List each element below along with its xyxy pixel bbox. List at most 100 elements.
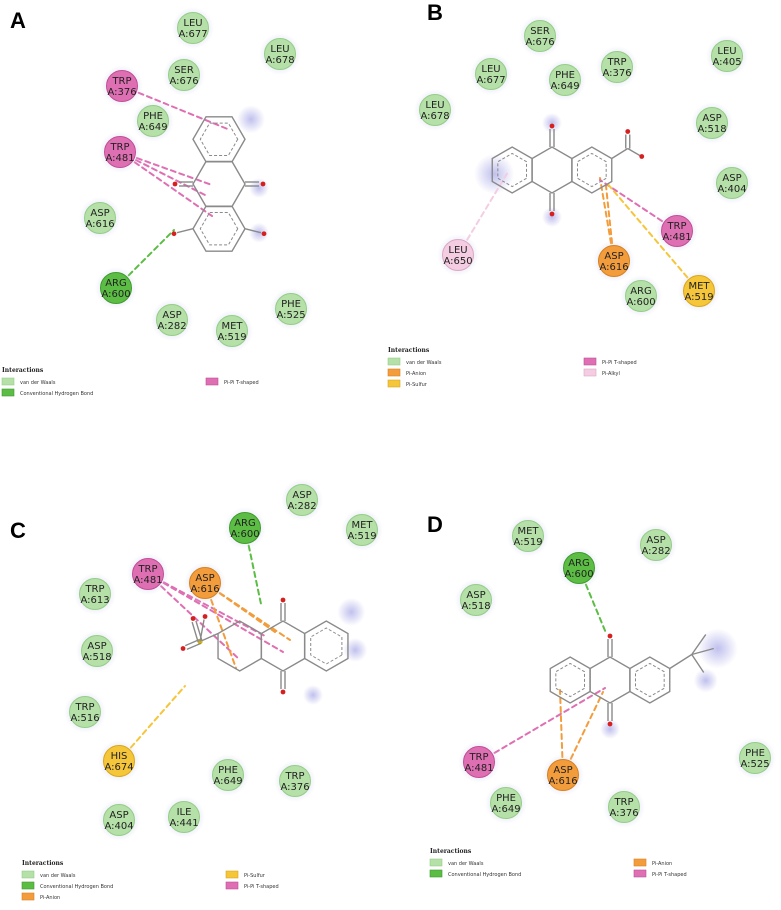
ring-middle xyxy=(589,656,631,704)
legend-item-pi-tshaped: Pi-Pi T-shaped xyxy=(205,377,259,386)
sulfonyl xyxy=(184,639,200,647)
residue-disc xyxy=(463,746,495,778)
ring-top-aromatic xyxy=(199,122,239,156)
legend-label: van der Waals xyxy=(448,861,484,867)
residue-number: A:518 xyxy=(82,652,111,663)
residue-number: A:616 xyxy=(548,776,577,787)
residue-number: A:649 xyxy=(550,81,579,92)
residue-name: ASP xyxy=(90,208,109,219)
legend-label: van der Waals xyxy=(40,873,76,879)
residue-name: LEU xyxy=(425,100,444,111)
ligand-halo xyxy=(249,178,269,198)
ring-left-aromatic xyxy=(555,662,586,698)
ligand-halo xyxy=(693,668,718,693)
ring-middle xyxy=(531,146,573,194)
halo-layer xyxy=(237,105,738,739)
legend-label: Conventional Hydrogen Bond xyxy=(448,872,521,878)
interaction-line-pi-anion xyxy=(562,691,604,776)
residue-name: ASP xyxy=(722,173,741,184)
residue-name: LEU xyxy=(183,18,202,29)
ligand-halo xyxy=(237,105,265,134)
residue-number: A:518 xyxy=(461,601,490,612)
residue-name: ASP xyxy=(87,641,106,652)
residue-disc xyxy=(84,202,116,234)
sulfonyl-bond xyxy=(199,632,219,643)
residue-number: A:376 xyxy=(280,782,309,793)
residue-name: PHE xyxy=(555,70,575,81)
residue-name: HIS xyxy=(111,751,128,762)
legend-swatch xyxy=(225,870,239,879)
legend-item-pi-sulfur: Pi-Sulfur xyxy=(387,379,428,388)
residue-disc xyxy=(103,745,135,777)
residue-name: ASP xyxy=(466,590,485,601)
residue-disc xyxy=(103,804,135,836)
residue-number: A:600 xyxy=(101,289,130,300)
ligand-a xyxy=(171,116,267,252)
residue-number: A:405 xyxy=(712,57,741,68)
bond xyxy=(199,619,205,642)
residue-disc xyxy=(137,105,169,137)
legend-swatch xyxy=(429,858,443,867)
residue-disc xyxy=(547,759,579,791)
residue-disc xyxy=(608,791,640,823)
residue-number: A:600 xyxy=(230,529,259,540)
oxygen-atom xyxy=(190,616,196,621)
legend-swatch xyxy=(387,357,401,366)
residue-number: A:282 xyxy=(641,546,670,557)
residue-number: A:600 xyxy=(564,569,593,580)
residue-disc xyxy=(69,696,101,728)
ring-right-aromatic xyxy=(634,662,665,698)
residue-name: TRP xyxy=(84,584,104,595)
residue-name: MET xyxy=(351,520,373,531)
residue-disc xyxy=(512,520,544,552)
bond xyxy=(244,228,262,234)
residue-name: TRP xyxy=(284,771,304,782)
oxygen-atom xyxy=(171,231,177,237)
residue-number: A:616 xyxy=(85,219,114,230)
residue-number: A:678 xyxy=(420,111,449,122)
residue-name: ASP xyxy=(109,810,128,821)
legend-item-vdw: van der Waals xyxy=(21,870,76,879)
interaction-line-pi-tshaped xyxy=(119,151,213,186)
residue-name: TRP xyxy=(613,797,633,808)
ring-middle xyxy=(260,620,306,672)
residue-number: A:404 xyxy=(717,184,746,195)
panel-letter-c: C xyxy=(10,518,26,543)
residue-number: A:376 xyxy=(602,68,631,79)
residue-number: A:519 xyxy=(217,332,246,343)
residue-name: ASP xyxy=(646,535,665,546)
residue-disc xyxy=(716,167,748,199)
legend-label: Pi-Pi T-shaped xyxy=(652,872,687,878)
legend-item-pi-anion: Pi-Anion xyxy=(633,858,672,867)
residue-disc xyxy=(739,742,771,774)
oxygen-atom xyxy=(607,721,613,727)
residue-number: A:519 xyxy=(347,531,376,542)
legend-swatch xyxy=(429,869,443,878)
residue-name: PHE xyxy=(496,793,516,804)
residue-number: A:649 xyxy=(213,776,242,787)
residue-disc xyxy=(601,51,633,83)
residue-name: ARG xyxy=(105,278,127,289)
residue-disc xyxy=(475,58,507,90)
legend-item-pi-sulfur: Pi-Sulfur xyxy=(225,870,266,879)
residue-disc xyxy=(132,558,164,590)
legend-label: van der Waals xyxy=(20,380,56,386)
residue-name: ARG xyxy=(568,558,590,569)
